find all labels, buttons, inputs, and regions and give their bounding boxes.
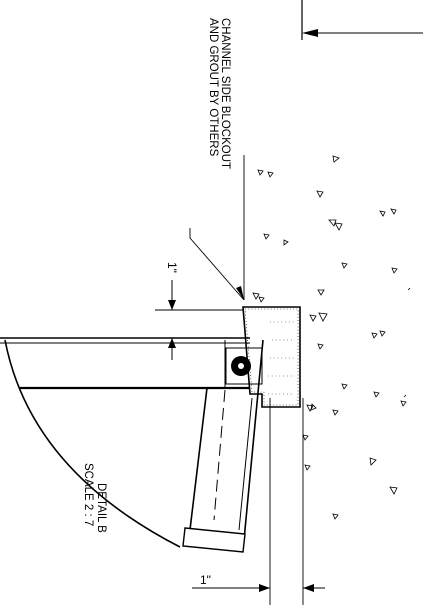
detail-scale: SCALE 2 : 7 [82, 463, 94, 526]
concrete-hatch [252, 155, 411, 520]
bottom-clearance-label: 1" [200, 573, 211, 587]
frame-arm [182, 339, 264, 553]
detail-title: DETAIL B [95, 483, 107, 533]
detail-caption: DETAIL B SCALE 2 : 7 [82, 463, 107, 533]
bottom-clearance-dimension: 1" [192, 573, 325, 592]
blockout-note: CHANNEL SIDE BLOCKOUT AND GROUT BY OTHER… [207, 18, 231, 169]
dimension-guides [155, 309, 304, 605]
hinge-pin [225, 347, 263, 385]
note-line-1: CHANNEL SIDE BLOCKOUT [219, 18, 231, 169]
grate-body [0, 337, 250, 548]
note-leader [189, 155, 245, 301]
reference-callout [301, 0, 423, 40]
top-clearance-label: 1" [165, 262, 179, 273]
top-clearance-dimension: 1" [165, 262, 179, 360]
grout-blockout [242, 306, 301, 408]
note-line-2: AND GROUT BY OTHERS [207, 18, 219, 157]
